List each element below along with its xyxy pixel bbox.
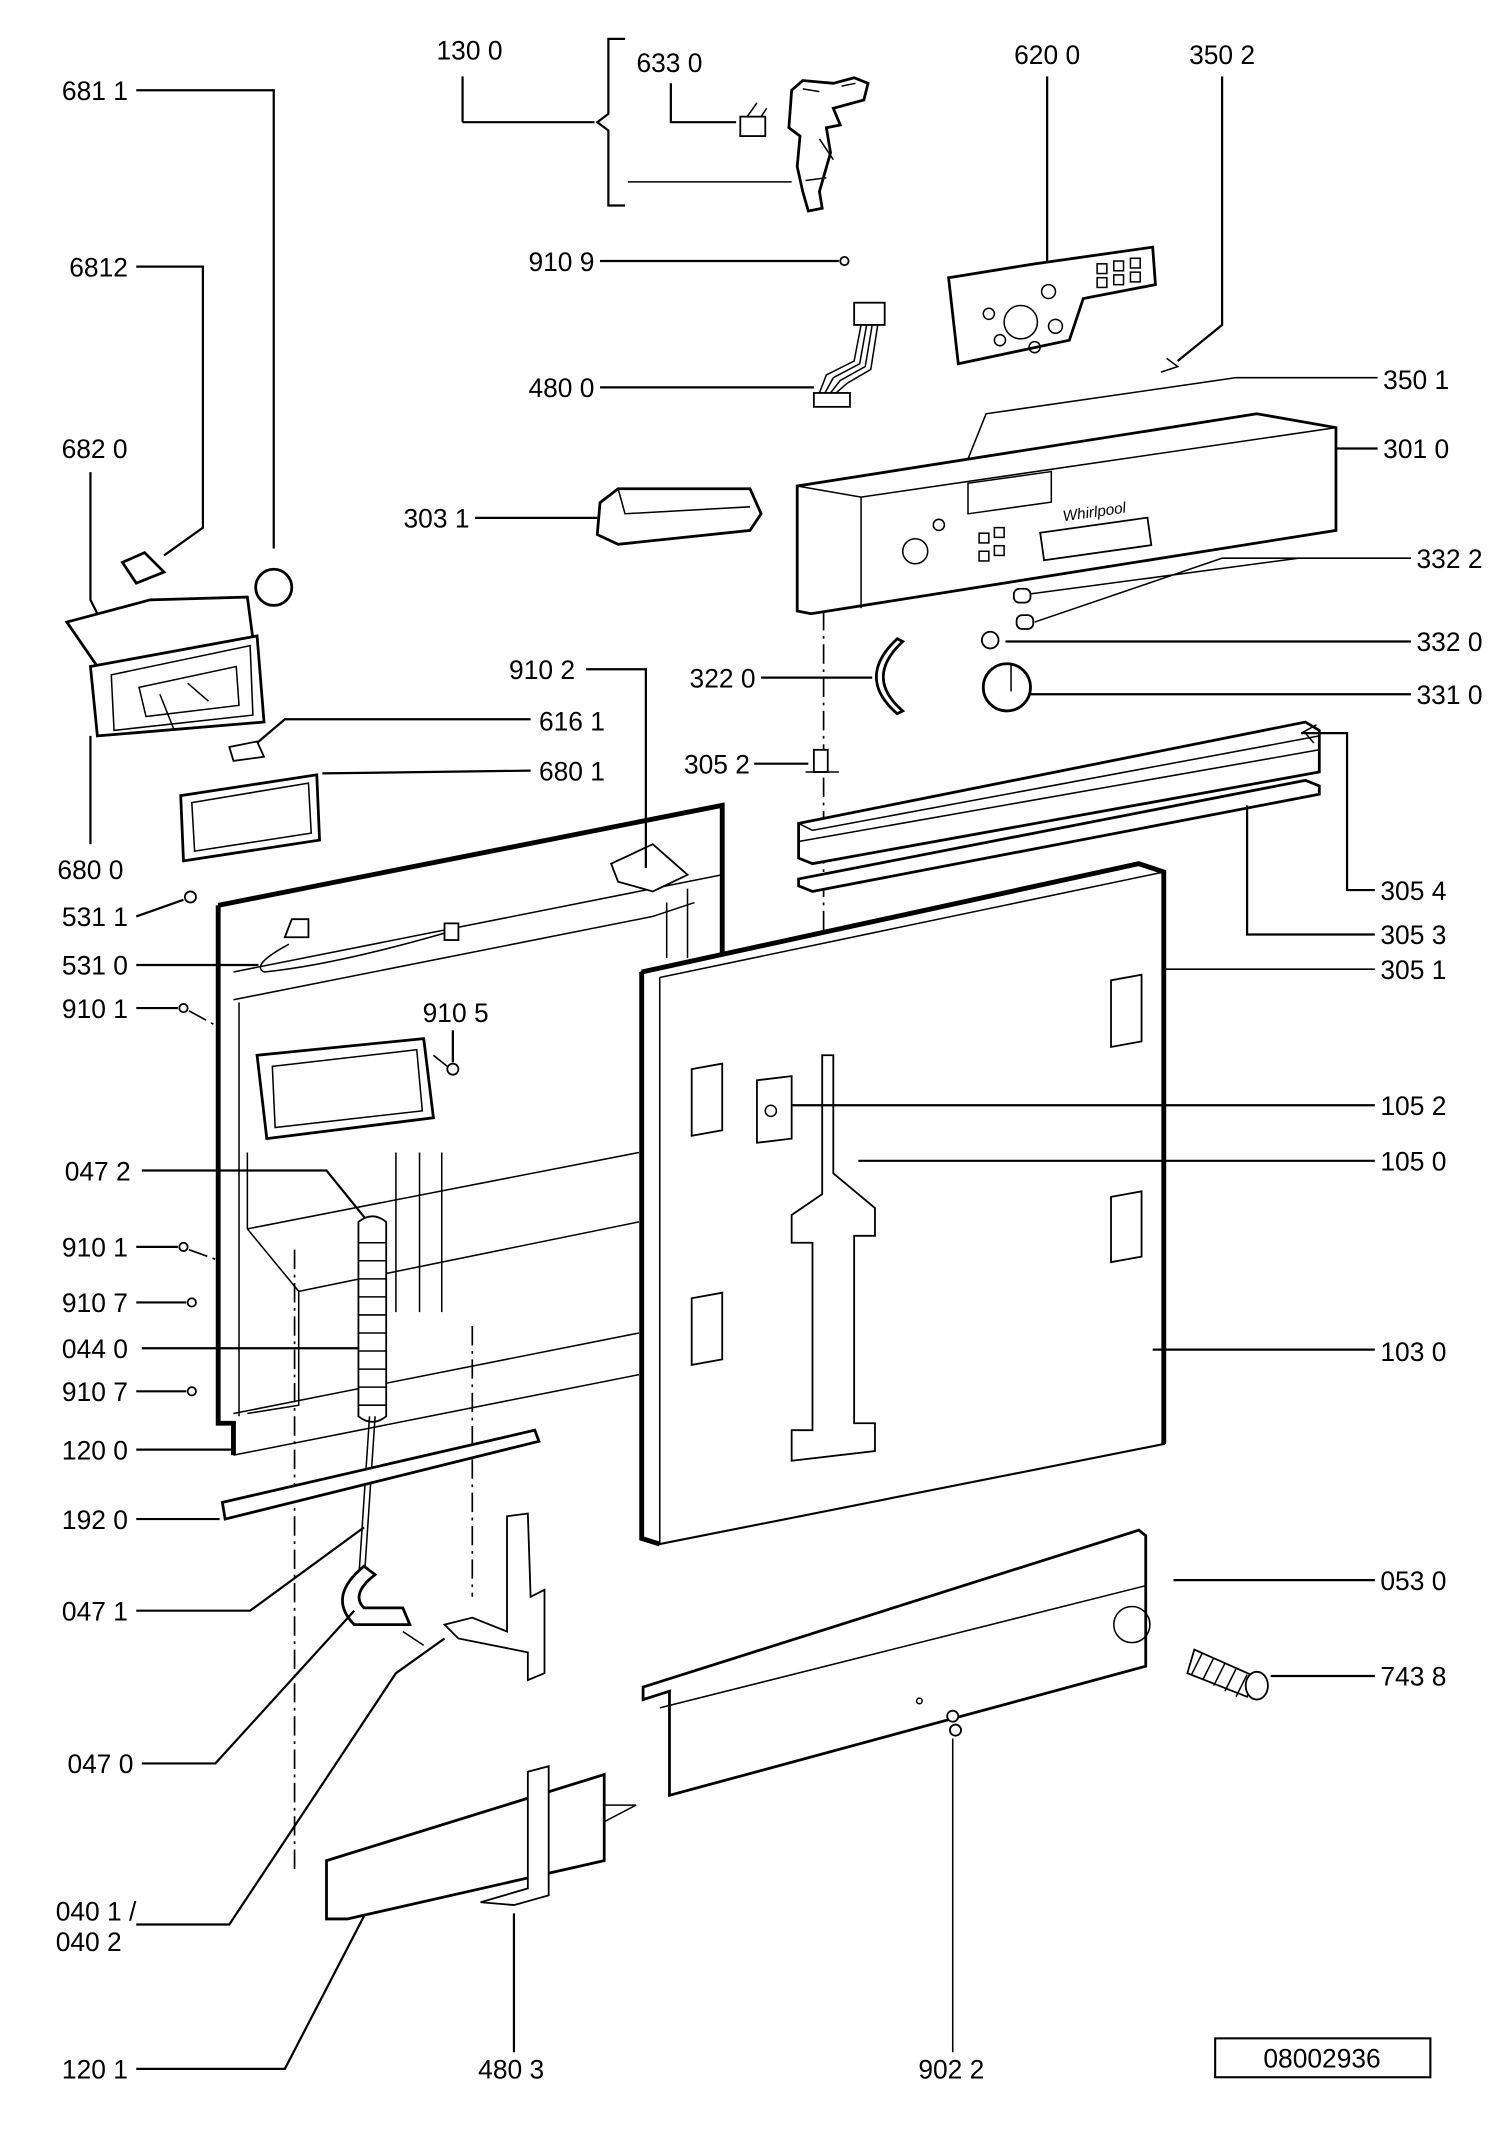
label-633-0: 633 0 xyxy=(636,48,702,78)
kick-plate xyxy=(325,1765,637,1921)
drawing-number-box xyxy=(1214,2037,1432,2079)
label-480-3: 480 3 xyxy=(478,2055,544,2085)
label-047-1: 047 1 xyxy=(62,1596,128,1626)
label-331-0: 331 0 xyxy=(1416,680,1482,710)
label-531-1: 531 1 xyxy=(62,902,128,932)
inner-door xyxy=(215,802,725,1875)
screw-9105 xyxy=(446,1062,460,1076)
screw-9107 xyxy=(186,1297,197,1308)
nut-5311 xyxy=(183,890,197,904)
control-panel: Whirlpool xyxy=(795,412,1378,616)
label-902-2: 902 2 xyxy=(918,2055,984,2085)
label-040-2: 040 2 xyxy=(56,1927,122,1957)
label-910-1-upper: 910 1 xyxy=(62,994,128,1024)
label-105-0: 105 0 xyxy=(1380,1147,1446,1177)
push-button xyxy=(1015,614,1035,630)
ring-322 xyxy=(874,637,906,716)
label-130-0: 130 0 xyxy=(437,36,503,66)
label-332-0: 332 0 xyxy=(1416,627,1482,657)
label-616-1: 616 1 xyxy=(539,706,605,736)
label-322-0: 322 0 xyxy=(690,663,756,693)
button-332 xyxy=(980,630,1000,650)
label-332-2: 332 2 xyxy=(1416,544,1482,574)
label-120-1: 120 1 xyxy=(62,2055,128,2085)
label-743-8: 743 8 xyxy=(1380,1662,1446,1692)
label-303-1: 303 1 xyxy=(404,504,470,534)
label-480-0: 480 0 xyxy=(528,373,594,403)
dispenser-gasket xyxy=(179,769,531,863)
part-labels: 130 0 633 0 620 0 350 2 681 1 6812 910 9… xyxy=(56,36,1483,2085)
control-board xyxy=(947,76,1157,366)
label-047-0: 047 0 xyxy=(67,1749,133,1779)
screw-9101b xyxy=(178,1241,189,1252)
label-680-0: 680 0 xyxy=(57,855,123,885)
label-910-1-lower: 910 1 xyxy=(62,1233,128,1263)
door-spring xyxy=(357,1215,388,1583)
wiring-harness xyxy=(600,301,886,408)
label-681-1: 681 1 xyxy=(62,76,128,106)
drawing-number: 08002936 xyxy=(1263,2044,1380,2074)
coil-spring xyxy=(1186,1648,1269,1701)
label-103-0: 103 0 xyxy=(1380,1337,1446,1367)
label-620-0: 620 0 xyxy=(1014,40,1080,70)
label-531-0: 531 0 xyxy=(62,951,128,981)
label-105-2: 105 2 xyxy=(1380,1091,1446,1121)
label-910-2: 910 2 xyxy=(509,655,575,685)
label-044-0: 044 0 xyxy=(62,1334,128,1364)
push-button xyxy=(1012,587,1032,604)
label-305-4: 305 4 xyxy=(1380,876,1446,906)
screw-9109 xyxy=(839,255,850,267)
label-053-0: 053 0 xyxy=(1380,1566,1446,1596)
selector-knob xyxy=(981,662,1032,713)
plinth-panel xyxy=(641,1528,1375,1798)
door-lock-assembly xyxy=(461,37,870,213)
detergent-dispenser xyxy=(64,89,531,845)
bushing-3052 xyxy=(812,748,829,773)
label-910-7-upper: 910 7 xyxy=(62,1288,128,1318)
screw-9107b xyxy=(186,1386,197,1397)
bracket-4803 xyxy=(480,1765,550,1906)
label-350-1: 350 1 xyxy=(1383,365,1449,395)
label-047-2: 047 2 xyxy=(65,1156,131,1186)
label-192-0: 192 0 xyxy=(62,1505,128,1535)
label-301-0: 301 0 xyxy=(1383,434,1449,464)
spring-clip xyxy=(1160,357,1180,373)
dispenser-flap xyxy=(228,740,266,762)
rinse-aid-cap xyxy=(254,567,294,607)
label-6812: 6812 xyxy=(69,252,128,282)
label-910-9: 910 9 xyxy=(528,247,594,277)
label-305-1: 305 1 xyxy=(1380,955,1446,985)
label-682-0: 682 0 xyxy=(62,434,128,464)
door-handle xyxy=(475,487,763,546)
label-305-3: 305 3 xyxy=(1380,920,1446,950)
label-680-1: 680 1 xyxy=(539,756,605,786)
screw-9022 xyxy=(946,1709,960,1723)
top-rail xyxy=(797,720,1321,866)
label-910-5: 910 5 xyxy=(423,998,489,1028)
label-120-0: 120 0 xyxy=(62,1435,128,1465)
outer-door xyxy=(639,861,1167,1547)
door-lock xyxy=(787,76,870,213)
seal-strip xyxy=(220,1428,541,1521)
label-305-2: 305 2 xyxy=(684,749,750,779)
screw-9101 xyxy=(178,1003,189,1014)
label-040-1: 040 1 / xyxy=(56,1896,137,1926)
lid-6812 xyxy=(120,550,167,585)
microswitch xyxy=(739,115,767,137)
label-350-2: 350 2 xyxy=(1189,40,1255,70)
hinge-arm xyxy=(341,1564,425,1647)
hinge-bracket xyxy=(442,1512,546,1682)
label-910-7-lower: 910 7 xyxy=(62,1377,128,1407)
door-switch-cable xyxy=(136,918,460,973)
bottom-rail xyxy=(797,778,1321,893)
